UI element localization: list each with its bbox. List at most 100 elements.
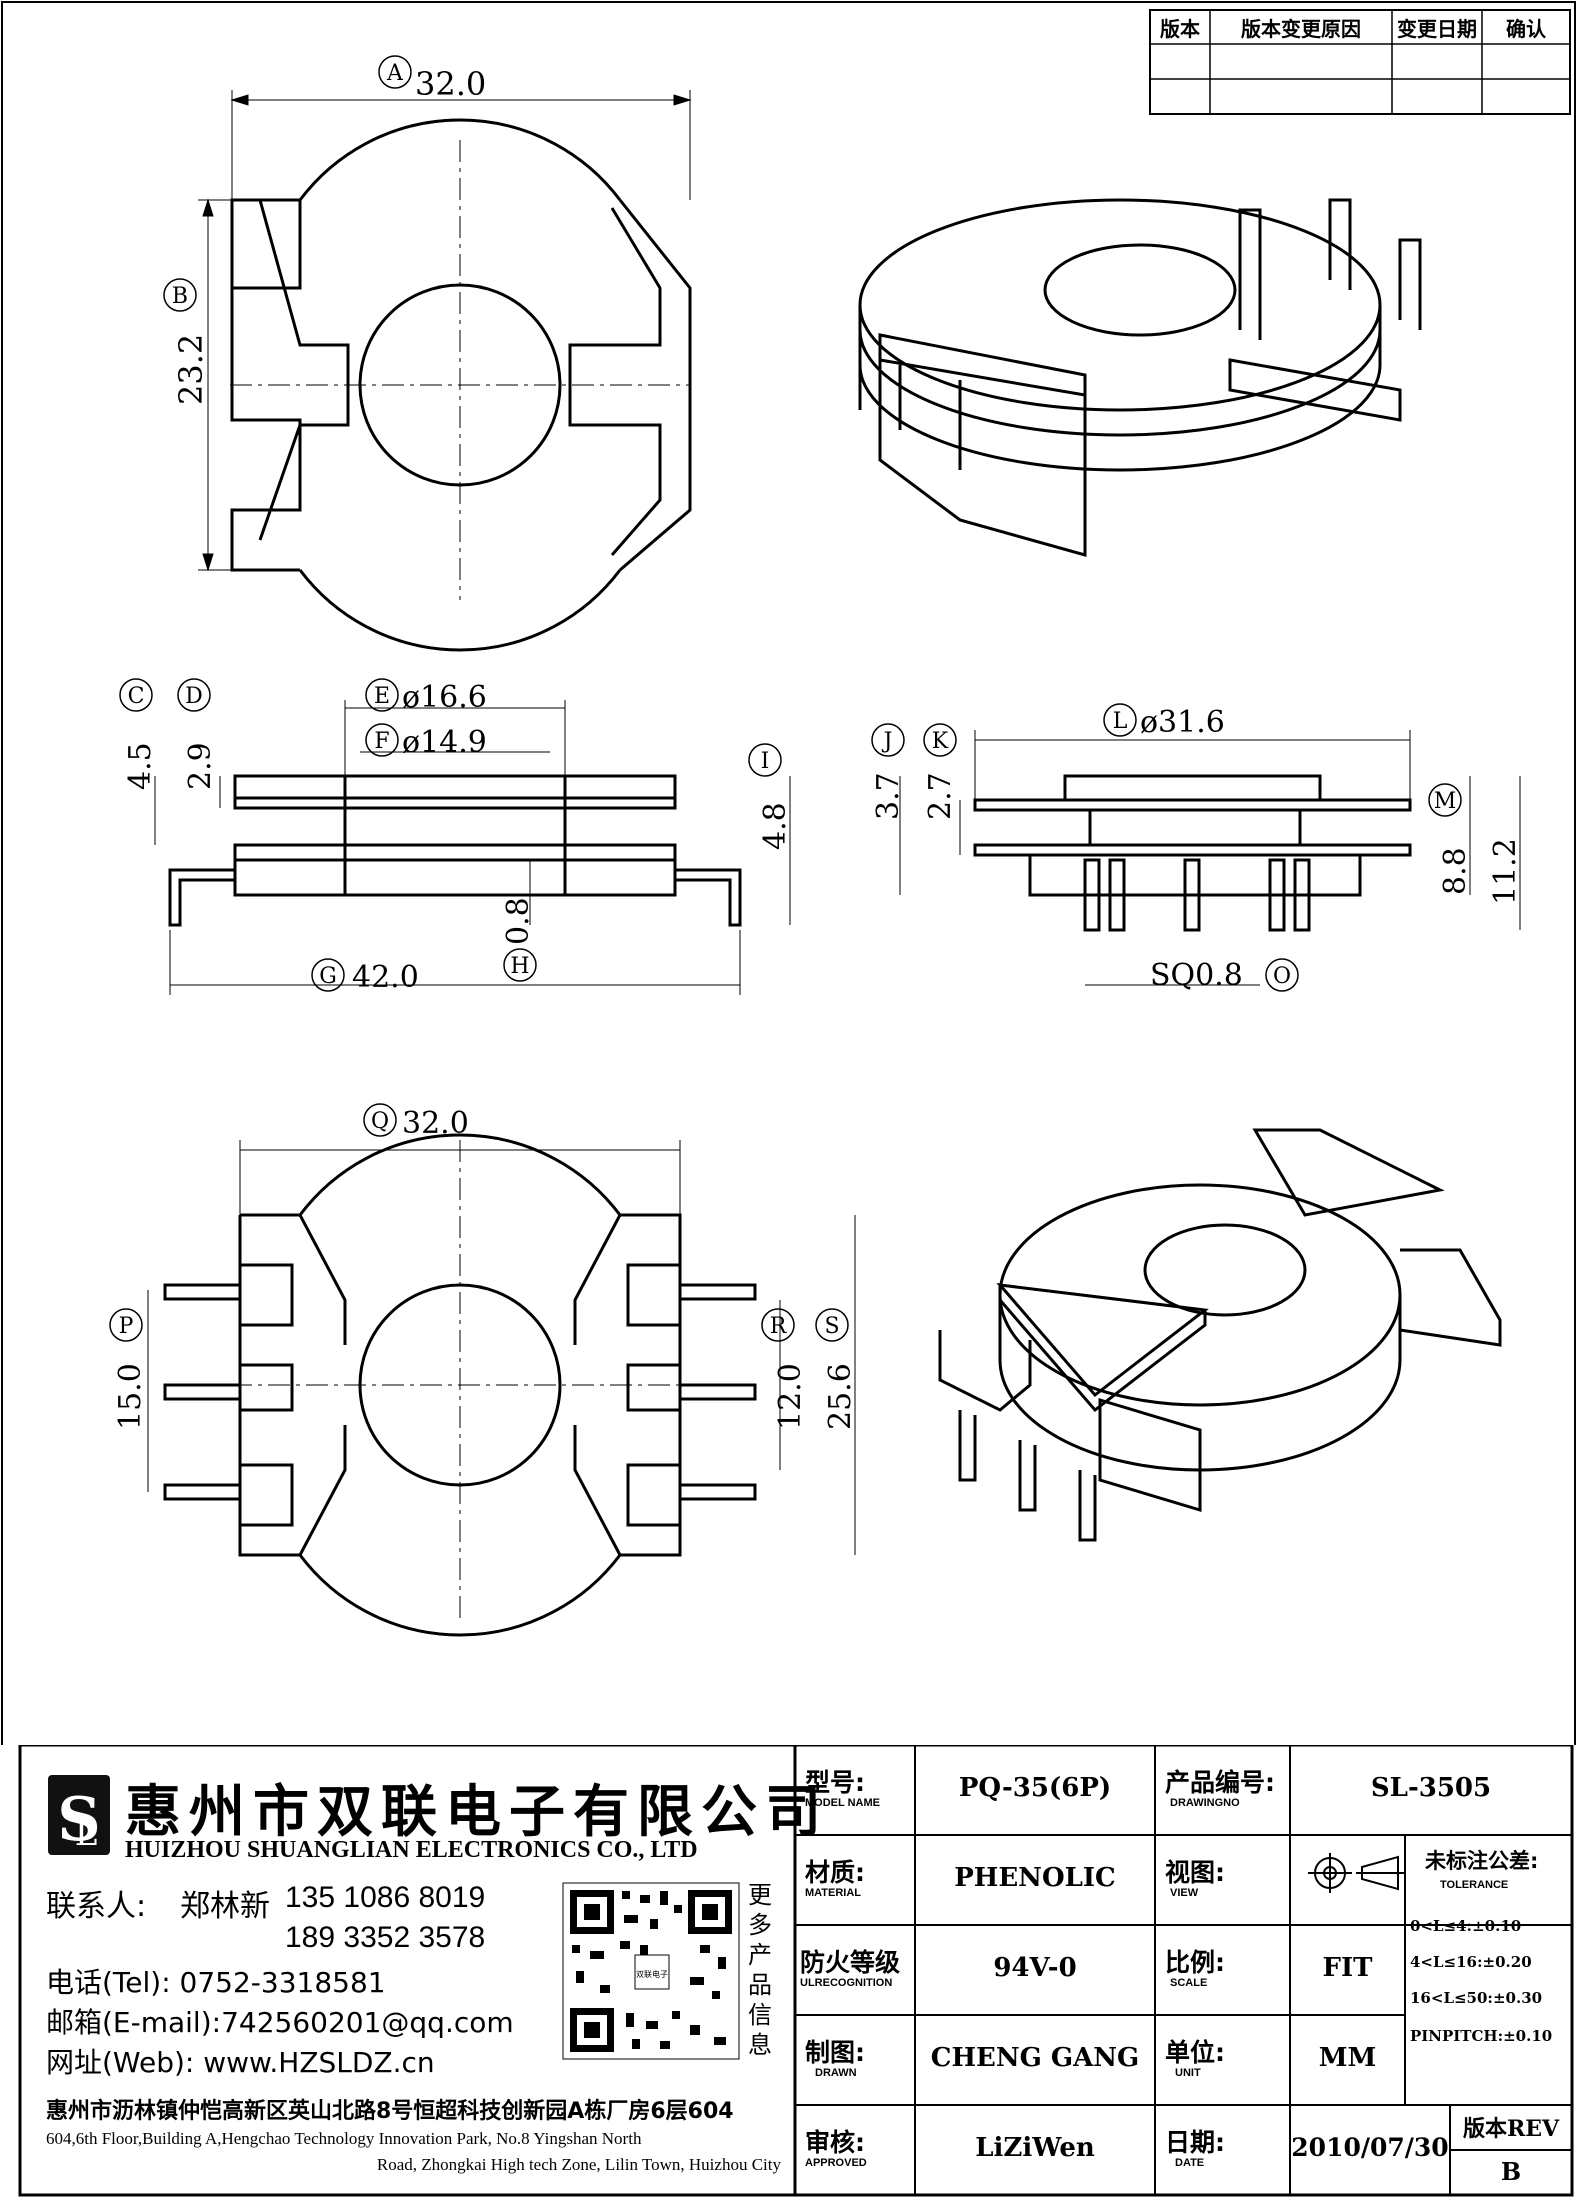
balloon-f [365,723,399,757]
balloon-a-label: A [386,61,404,86]
tolerance-label: 未标注公差: [1425,1849,1539,1873]
approved-value: LiZiWen [975,2133,1095,2163]
tolerance-row-3: 16<L≤50:±0.30 [1410,1989,1543,2007]
dim-h: 0.8 [501,897,536,945]
right-side-view-dimensions [899,730,1521,986]
balloon-p-label: P [119,1314,134,1339]
balloon-h-label: H [510,954,529,979]
svg-text:双联电子: 双联电子 [636,1969,668,1979]
balloon-d-label: D [185,684,203,709]
rev-header-version: 版本 [1160,17,1200,41]
dim-i: 4.8 [758,802,793,850]
material-value: PHENOLIC [954,1863,1116,1893]
drawn-label: 制图: [805,2038,865,2067]
rev-header-reason: 版本变更原因 [1241,17,1361,41]
drawn-value: CHENG GANG [930,2043,1140,2073]
scale-value: FIT [1322,1953,1373,1983]
balloon-m-label: M [1434,789,1457,814]
drawn-label-en: DRAWN [815,2067,857,2079]
balloon-k [923,723,957,757]
side-view [168,774,742,927]
top-view-dimensions [198,90,692,572]
date-value: 2010/07/30 [1291,2133,1449,2162]
svg-text:L: L [75,1814,98,1854]
qr-caption: 更多产品信息 [748,1881,772,2059]
projection-symbol-icon [1308,1853,1404,1893]
balloon-r [761,1308,795,1342]
dim-f: ø14.9 [402,725,487,760]
model-label-en: MODEL NAME [805,1797,880,1809]
tolerance-row-2: 4<L≤16:±0.20 [1410,1953,1532,1971]
contact-label: 联系人: [46,1889,147,1924]
date-label: 日期: [1165,2128,1225,2157]
scale-label: 比例: [1165,1948,1225,1977]
company-name-en: HUIZHOU SHUANGLIAN ELECTRONICS CO., LTD [125,1837,698,1863]
rev-label: 版本REV [1462,2116,1560,2142]
dim-e: ø16.6 [402,680,487,715]
company-email: 邮箱(E-mail):742560201@qq.com [46,2006,514,2039]
drawingno-label-en: DRAWINGNO [1170,1797,1240,1809]
dim-a: 32.0 [415,65,486,103]
dim-g: 42.0 [352,960,419,995]
balloon-l-label: L [1113,709,1128,734]
dim-s: 25.6 [823,1363,858,1430]
address-cn: 惠州市沥林镇仲恺高新区英山北路8号恒超科技创新园A栋厂房6层604 [46,2099,734,2124]
balloon-o-label: O [1273,964,1291,989]
balloon-s [815,1308,849,1342]
dim-p: 15.0 [113,1363,148,1430]
view-label: 视图: [1165,1858,1225,1887]
balloon-k-label: K [932,729,949,754]
fire-value: 94V-0 [993,1953,1077,1983]
tolerance-row-1: 0<L≤4:±0.10 [1410,1917,1522,1935]
unit-label: 单位: [1165,2038,1225,2067]
date-label-en: DATE [1175,2157,1205,2169]
qr-code-icon: 双联电子 [562,1882,740,2060]
material-label-en: MATERIAL [805,1887,862,1899]
balloon-b-label: B [172,284,188,309]
tolerance-label-en: TOLERANCE [1440,1879,1509,1891]
title-block-grid: S L 双联电子 [18,1745,1574,2197]
dim-q: 32.0 [402,1106,469,1141]
balloon-m [1428,783,1462,817]
drawingno-label: 产品编号: [1165,1768,1275,1797]
balloon-f-label: F [374,729,389,754]
address-en-line-1: 604,6th Floor,Building A,Hengchao Techno… [46,2129,642,2148]
unit-value: MM [1318,2043,1377,2073]
contact-phone-2: 189 3352 3578 [285,1921,486,1954]
drawingno-value: SL-3505 [1370,1773,1492,1803]
balloon-a [378,55,412,89]
model-label: 型号: [805,1768,865,1797]
isometric-view-bottom [938,1128,1502,1542]
balloon-e-label: E [374,684,390,709]
svg-text:S: S [57,1785,100,1855]
unit-label-en: UNIT [1175,2067,1201,2079]
dim-d: 2.9 [183,742,218,790]
top-view [230,118,692,652]
model-value: PQ-35(6P) [958,1773,1112,1803]
balloon-j-label: J [882,729,893,754]
balloon-h [503,948,537,982]
balloon-i [748,743,782,777]
scale-label-en: SCALE [1170,1977,1208,1989]
dim-m: 8.8 [1438,847,1473,895]
dim-o: SQ0.8 [1150,958,1243,993]
title-block: S L 双联电子 惠州市双联电子有限公司 HUIZHOU SHUANGLIAN … [0,1745,1577,2202]
balloon-s-label: S [824,1314,839,1339]
company-tel: 电话(Tel): 0752-3318581 [46,1966,386,1999]
balloon-p [109,1308,143,1342]
balloon-o [1265,958,1299,992]
balloon-d [177,678,211,712]
rev-header-confirm: 确认 [1506,17,1547,41]
approved-label-en: APPROVED [805,2157,867,2169]
isometric-view-top [858,198,1422,557]
balloon-l [1103,703,1137,737]
dim-k: 2.7 [923,772,958,820]
right-side-view [973,774,1412,932]
balloon-g-label: G [319,964,337,989]
revision-table: 版本 版本变更原因 变更日期 确认 [1149,9,1571,115]
contact-phone-1: 135 1086 8019 [285,1881,486,1914]
technical-drawing: 版本 版本变更原因 变更日期 确认 A 32.0 B [1,1,1576,1745]
material-label: 材质: [805,1858,865,1887]
rev-header-date: 变更日期 [1397,17,1477,41]
contact-name: 郑林新 [180,1889,270,1924]
